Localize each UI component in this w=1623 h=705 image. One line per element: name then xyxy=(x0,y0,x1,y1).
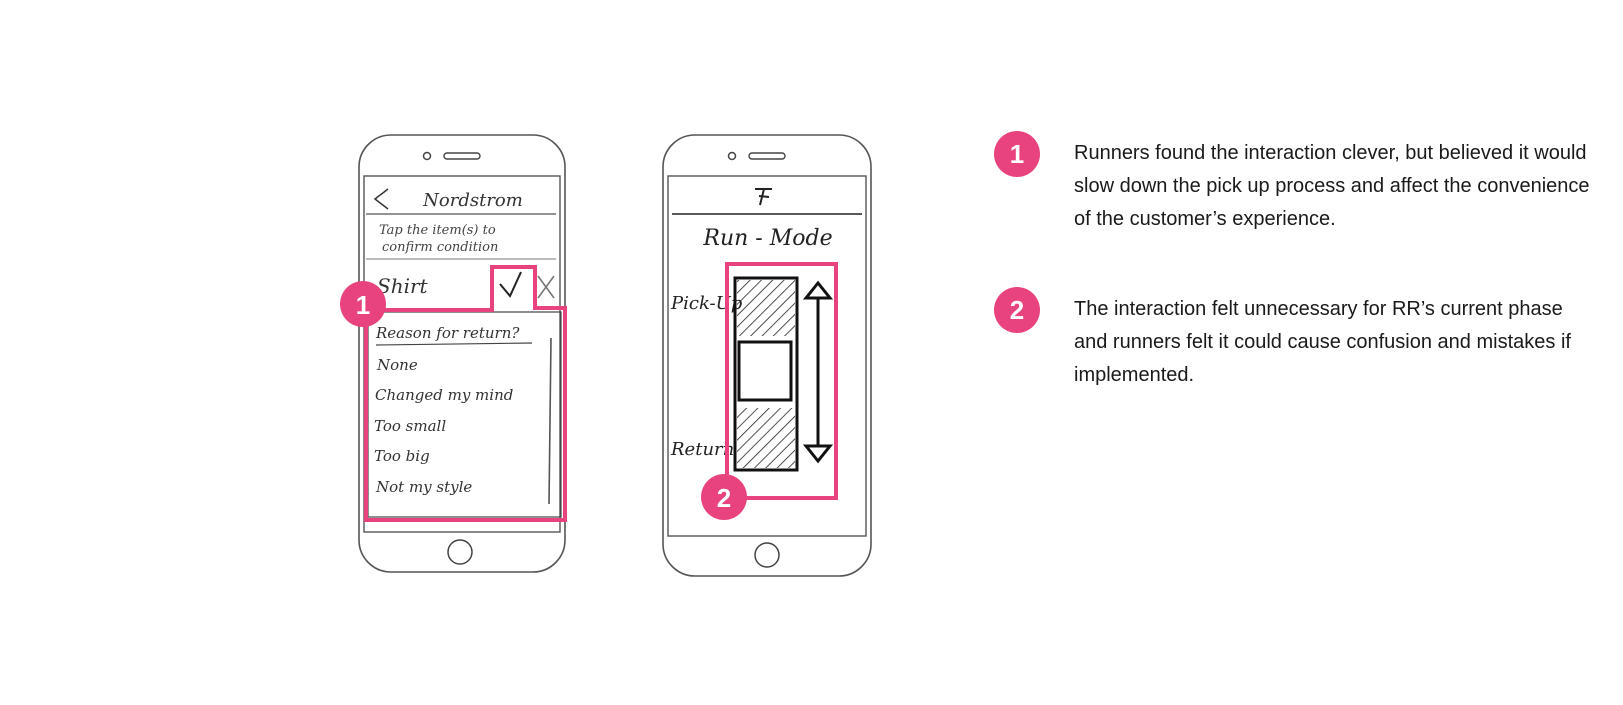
finding-2-badge: 2 xyxy=(994,287,1040,333)
phone-1-home-button[interactable] xyxy=(447,539,473,565)
phone-1-title: Nordstrom xyxy=(422,190,523,211)
badge-1 xyxy=(340,281,386,327)
dropdown-title-underline xyxy=(375,342,533,346)
pick-up-zone xyxy=(737,280,795,336)
badge-1-number: 1 xyxy=(356,290,370,320)
highlight-region-1 xyxy=(364,265,567,522)
pick-up-label: Pick-Up xyxy=(670,293,743,314)
up-down-arrow-icon xyxy=(802,280,834,464)
finding-2-text: The interaction felt unnecessary for RR’… xyxy=(1074,298,1571,386)
finding-1-text: Runners found the interaction clever, bu… xyxy=(1074,142,1590,230)
mode-slider-track[interactable] xyxy=(733,276,799,472)
phone-2-title: Run - Mode xyxy=(702,226,832,251)
option-too-small[interactable]: Too small xyxy=(374,417,446,435)
mode-slider-handle[interactable] xyxy=(737,340,793,402)
option-too-big[interactable]: Too big xyxy=(374,447,430,465)
finding-1-badge: 1 xyxy=(994,131,1040,177)
option-none[interactable]: None xyxy=(376,356,418,374)
return-label: Return xyxy=(670,439,734,460)
phone-sketch-1: Nordstrom Tap the item(s) to confirm con… xyxy=(340,134,567,573)
option-not-my-style[interactable]: Not my style xyxy=(375,478,472,496)
instruction-line-2: confirm condition xyxy=(382,240,498,255)
highlight-region-2 xyxy=(725,262,838,500)
instruction-line-1: Tap the item(s) to xyxy=(379,223,496,238)
option-changed-my-mind[interactable]: Changed my mind xyxy=(375,386,513,404)
phone-2-speaker xyxy=(748,152,786,160)
dropdown-scrollbar[interactable] xyxy=(548,337,552,505)
badge-2-number: 2 xyxy=(717,483,731,513)
phone-sketch-2: Run - Mode Pick-Up Return 2 xyxy=(662,134,872,577)
phone-2-home-button[interactable] xyxy=(754,542,780,568)
dropdown-title: Reason for return? xyxy=(375,324,520,342)
phone-1-screen xyxy=(363,175,561,533)
return-zone xyxy=(737,408,795,468)
check-icon[interactable] xyxy=(499,271,522,298)
badge-2 xyxy=(701,474,747,520)
phone-1-camera-icon xyxy=(422,151,432,161)
phone-2-camera-icon xyxy=(727,151,737,161)
close-icon[interactable] xyxy=(537,275,555,299)
phone-1-speaker xyxy=(443,152,481,160)
nordstrom-n-logo-icon xyxy=(755,188,772,206)
back-chevron-icon[interactable] xyxy=(373,188,389,210)
item-label-shirt[interactable]: Shirt xyxy=(377,274,429,298)
